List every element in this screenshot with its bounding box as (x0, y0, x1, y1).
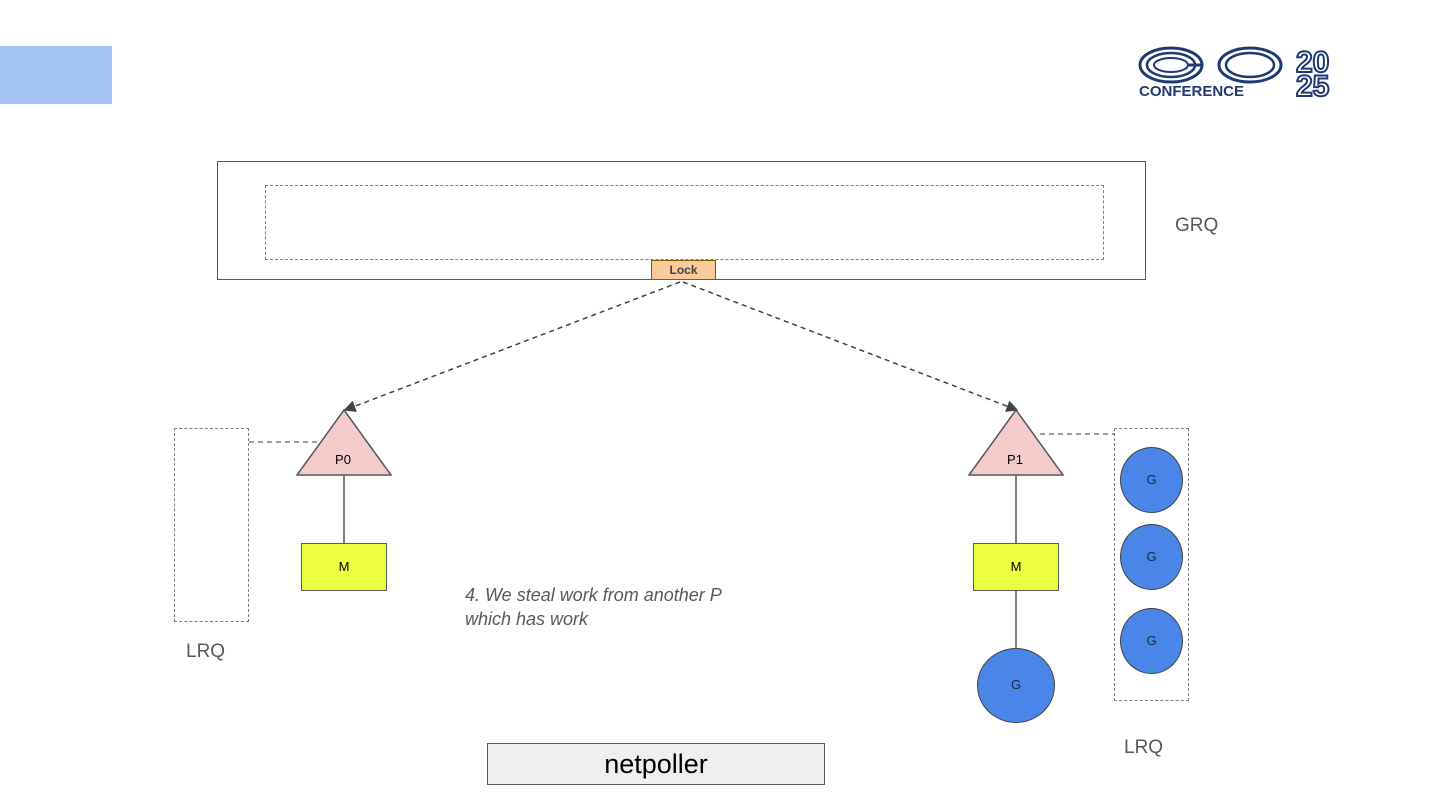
logo-year-bottom: 25 (1296, 70, 1329, 100)
caption-line-2: which has work (465, 609, 589, 629)
processor-p1 (967, 408, 1065, 476)
local-run-queue-p1 (1114, 428, 1189, 701)
arrow-to-p1 (682, 281, 1019, 412)
goroutine-queued: G (1120, 524, 1183, 590)
lock-badge: Lock (651, 260, 716, 280)
logo-text-bottom: CONFERENCE (1139, 83, 1244, 100)
goroutine-running: G (977, 648, 1055, 723)
p0-label: P0 (335, 452, 351, 467)
processor-p0 (295, 408, 393, 476)
machine-m-p1: M (973, 543, 1059, 591)
goroutine-queued: G (1120, 447, 1183, 513)
netpoller-box: netpoller (487, 743, 825, 785)
global-run-queue-slots (265, 185, 1104, 260)
machine-m-p0: M (301, 543, 387, 591)
caption: 4. We steal work from another P which ha… (465, 583, 805, 631)
lrq-label-p1: LRQ (1124, 737, 1164, 758)
accent-rectangle (0, 46, 112, 104)
logo-year-top: 20 (1296, 46, 1329, 79)
local-run-queue-p0 (174, 428, 249, 622)
go-conference-logo: 20 25 CONFERENCE (1136, 44, 1362, 104)
arrow-to-p0 (343, 281, 681, 412)
p1-label: P1 (1007, 452, 1023, 467)
grq-label: GRQ (1175, 215, 1219, 236)
caption-line-1: 4. We steal work from another P (465, 585, 722, 605)
goroutine-queued: G (1120, 608, 1183, 674)
lrq-label-p0: LRQ (186, 641, 226, 662)
